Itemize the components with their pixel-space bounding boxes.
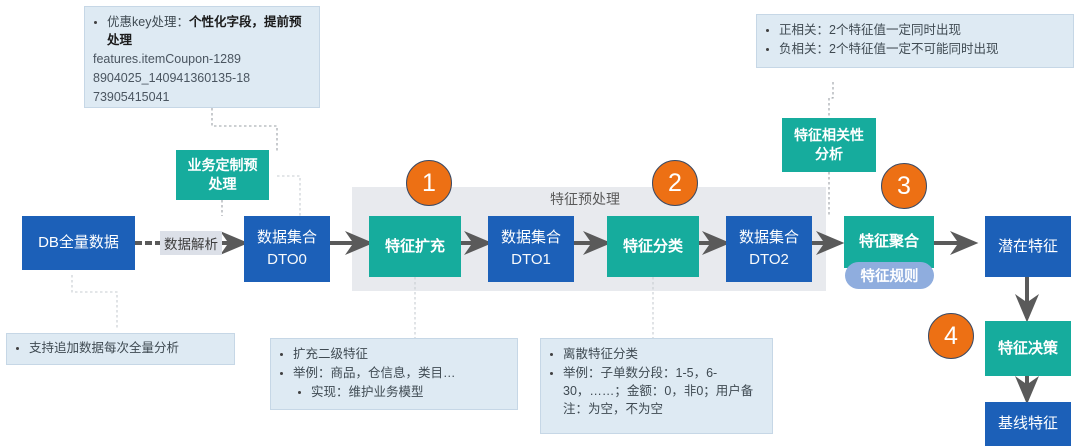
step-marker-2: 2 (652, 160, 698, 206)
note-classify-item-0: 离散特征分类 (563, 345, 764, 363)
node-correlation-analysis[interactable]: 特征相关性 分析 (782, 118, 876, 172)
label-data-parse: 数据解析 (160, 231, 222, 255)
note-coupon-line4: 73905415041 (93, 90, 170, 104)
note-db-item-0: 支持追加数据每次全量分析 (29, 339, 226, 357)
note-correlation: 正相关：2个特征值一定同时出现 负相关：2个特征值一定不可能同时出现 (756, 14, 1074, 68)
node-feature-decision[interactable]: 特征决策 (985, 321, 1071, 376)
note-coupon-line3: 8904025_140941360135-18 (93, 71, 251, 85)
node-dto0[interactable]: 数据集合 DTO0 (244, 216, 330, 282)
note-expand-item-0: 扩充二级特征 (293, 345, 509, 363)
node-custom-preprocess[interactable]: 业务定制预 处理 (176, 150, 269, 200)
feature-preprocess-band-label: 特征预处理 (550, 191, 620, 207)
step-marker-4: 4 (928, 313, 974, 359)
note-classify-item-1: 举例：子单数分段：1-5，6-30，……；金额：0，非0；用户备注：为空，不为空 (563, 364, 764, 418)
node-dto0-line1: 数据集合 (256, 229, 317, 246)
note-expand-item-1: 举例：商品，仓信息，类目… 实现：维护业务模型 (293, 364, 509, 401)
node-custom-preprocess-line2: 处理 (208, 176, 237, 192)
node-dto2-line1: 数据集合 (738, 229, 799, 246)
node-dto1-line1: 数据集合 (500, 229, 561, 246)
note-feature-expand: 扩充二级特征 举例：商品，仓信息，类目… 实现：维护业务模型 (270, 338, 518, 410)
node-dto0-line2: DTO0 (267, 251, 307, 268)
note-coupon-bullet-text: 优惠key处理： (107, 15, 189, 29)
node-custom-preprocess-line1: 业务定制预 (187, 157, 258, 173)
step-marker-3: 3 (881, 163, 927, 209)
node-feature-aggregate[interactable]: 特征聚合 (844, 216, 934, 268)
node-latent-feature[interactable]: 潜在特征 (985, 216, 1071, 277)
step-marker-1: 1 (406, 160, 452, 206)
node-baseline-feature[interactable]: 基线特征 (985, 402, 1071, 446)
node-dto2[interactable]: 数据集合 DTO2 (726, 216, 812, 282)
node-feature-expand[interactable]: 特征扩充 (369, 216, 461, 277)
node-dto1[interactable]: 数据集合 DTO1 (488, 216, 574, 282)
note-coupon-processing: 优惠key处理：个性化字段，提前预处理 features.itemCoupon-… (84, 6, 320, 108)
note-expand-subitem-0: 实现：维护业务模型 (311, 383, 509, 401)
node-correlation-analysis-line1: 特征相关性 (794, 127, 864, 143)
node-dto2-line2: DTO2 (749, 251, 789, 268)
note-coupon-line2: features.itemCoupon-1289 (93, 52, 242, 66)
note-correlation-item-1: 负相关：2个特征值一定不可能同时出现 (779, 40, 1065, 58)
note-feature-classify: 离散特征分类 举例：子单数分段：1-5，6-30，……；金额：0，非0；用户备注… (540, 338, 773, 434)
node-db-full-data[interactable]: DB全量数据 (22, 216, 135, 270)
note-correlation-item-0: 正相关：2个特征值一定同时出现 (779, 21, 1065, 39)
note-db-incremental: 支持追加数据每次全量分析 (6, 333, 235, 365)
note-coupon-bullet-bold: 个性化字段，提前预处理 (107, 15, 302, 47)
node-feature-classify[interactable]: 特征分类 (607, 216, 699, 277)
node-correlation-analysis-line2: 分析 (815, 146, 843, 162)
pill-feature-rule[interactable]: 特征规则 (845, 262, 934, 289)
node-dto1-line2: DTO1 (511, 251, 551, 268)
